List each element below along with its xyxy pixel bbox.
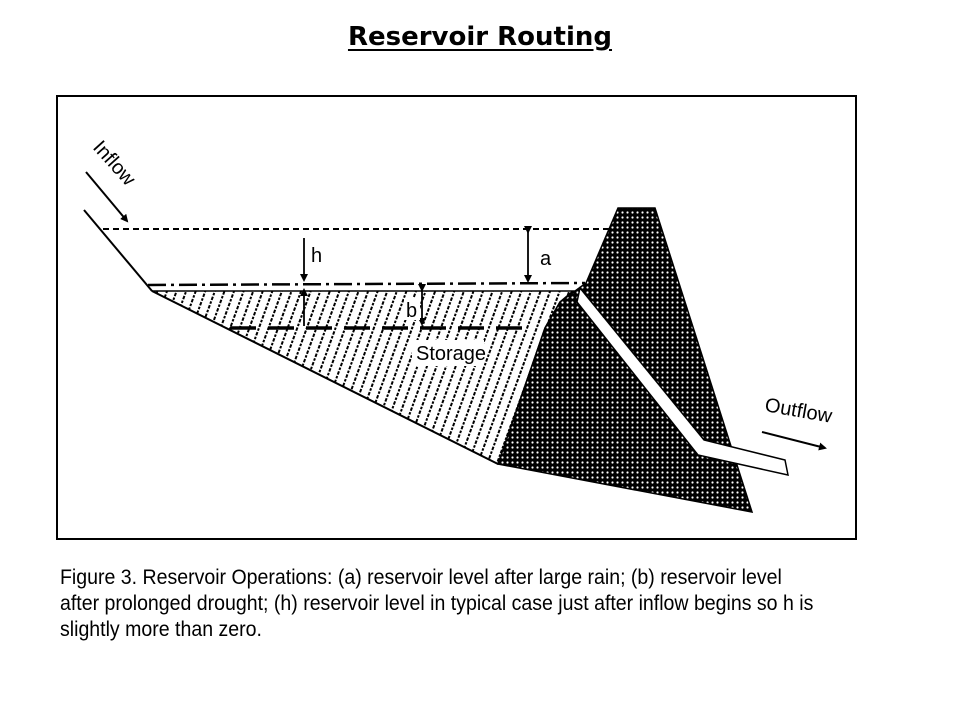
- slide-title: Reservoir Routing: [347, 22, 613, 52]
- outflow-label: Outflow: [763, 394, 834, 428]
- label-b: b: [406, 300, 417, 322]
- figure-caption: Figure 3. Reservoir Operations: (a) rese…: [60, 566, 814, 641]
- reservoir-bank: [83, 209, 153, 292]
- outflow-arrow: [761, 431, 827, 451]
- label-b-backdrop: [404, 298, 420, 320]
- storage-label-backdrop: [412, 340, 484, 366]
- level-h-line: [147, 281, 586, 287]
- inflow-arrow: [85, 171, 129, 223]
- label-h: h: [311, 245, 322, 267]
- figure-frame: [56, 95, 857, 540]
- label-a: a: [540, 248, 552, 270]
- storage-label: Storage: [416, 343, 486, 365]
- outlet-pipe: [576, 286, 789, 476]
